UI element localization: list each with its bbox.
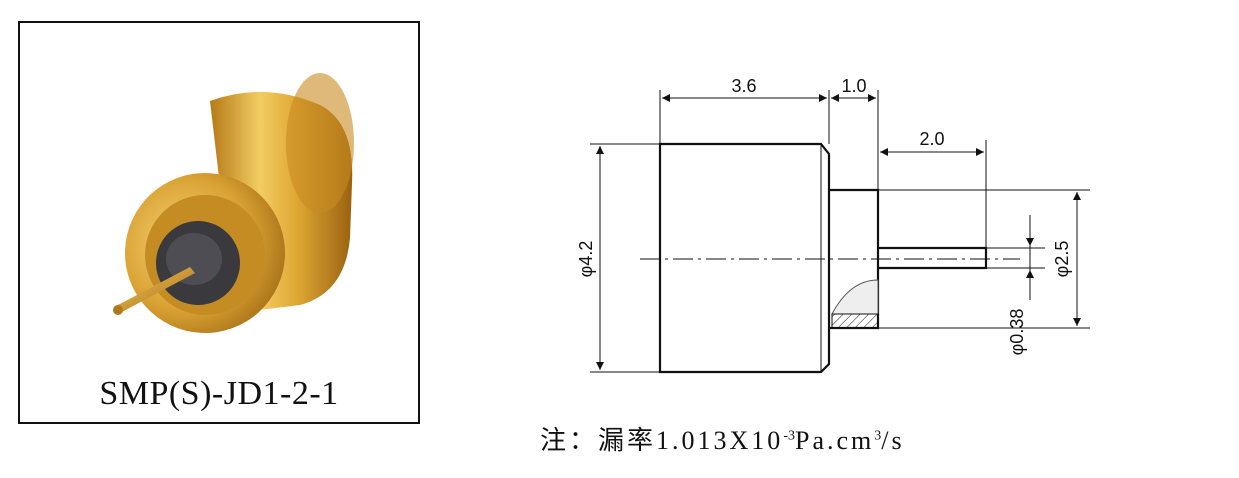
body-outline (658, 142, 831, 374)
dim-pin-diameter: φ0.38 (1007, 309, 1027, 356)
connector-photo (113, 73, 354, 333)
dim-body-length: 3.6 (731, 76, 756, 96)
note-unit-exponent: 3 (874, 428, 882, 444)
technical-drawing: 3.6 1.0 2.0 φ4.2 φ2.5 φ0.38 (576, 76, 1090, 374)
dim-pin-length: 2.0 (919, 129, 944, 149)
dim-flange-length: 1.0 (841, 76, 866, 96)
note-unit-tail: /s (881, 426, 905, 455)
dim-body-diameter: φ4.2 (576, 241, 596, 278)
photo-caption: SMP(S)-JD1-2-1 (99, 375, 339, 412)
note-exponent: -3 (783, 428, 795, 444)
leak-rate-note: 注：漏率1.013X10-3Pa.cm3/s (540, 420, 905, 457)
note-unit: Pa.cm (794, 426, 875, 455)
note-label: 漏率 (598, 426, 657, 455)
pin-outline (878, 246, 988, 270)
product-photo-panel: SMP(S)-JD1-2-1 (18, 21, 420, 424)
note-value: 1.013X10 (656, 426, 784, 455)
note-prefix: 注： (540, 426, 599, 455)
dim-flange-diameter: φ2.5 (1052, 241, 1072, 278)
